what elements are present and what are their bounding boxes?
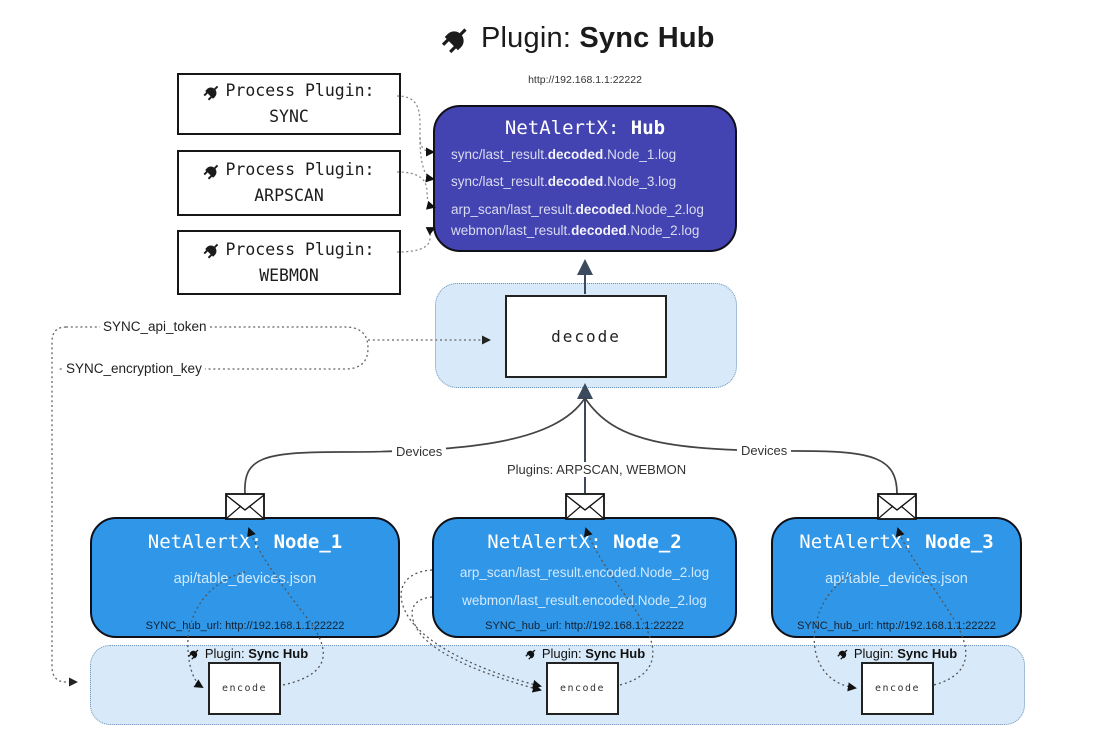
process-plugin-label: Process Plugin: <box>225 160 375 180</box>
edge-label-devices-right: Devices <box>737 443 792 458</box>
process-plugin-name: ARPSCAN <box>254 186 324 205</box>
process-plugin-box-arpscan: Process Plugin: ARPSCAN <box>177 150 401 216</box>
encoder-2-label: Plugin: Sync Hub <box>500 645 670 661</box>
edge-label-plugins: Plugins: ARPSCAN, WEBMON <box>503 462 691 477</box>
node-1-hub-url: SYNC_hub_url: http://192.168.1.1:22222 <box>145 620 345 632</box>
encoder-3-label: Plugin: Sync Hub <box>812 645 982 661</box>
hub-log-line: sync/last_result.decoded.Node_3.log <box>451 174 677 189</box>
encoder-label-text: Plugin: Sync Hub <box>853 645 958 661</box>
node-3-file: api/table_devices.json <box>825 571 968 587</box>
sync-encryption-key-label: SYNC_encryption_key <box>63 361 205 376</box>
node-to-decode-curves <box>244 397 898 495</box>
process-plugin-label: Process Plugin: <box>225 81 375 101</box>
node-1-file: api/table_devices.json <box>173 571 317 587</box>
sync-api-token-label: SYNC_api_token <box>100 319 210 334</box>
process-plugin-box-sync: Process Plugin: SYNC <box>177 73 401 135</box>
plug-icon <box>525 649 536 660</box>
envelope-icon-node-1 <box>225 493 265 520</box>
node-2-title: NetAlertX: Node_2 <box>487 531 682 553</box>
node-3-box: NetAlertX: Node_3 api/table_devices.json… <box>771 517 1022 638</box>
plug-icon <box>441 28 467 54</box>
process-plugin-label: Process Plugin: <box>225 239 375 259</box>
encoder-label-text: Plugin: Sync Hub <box>204 645 309 661</box>
node-3-title: NetAlertX: Node_3 <box>799 531 994 553</box>
decode-box: decode <box>505 295 667 378</box>
page-title: Plugin: Sync Hub <box>441 18 715 58</box>
plug-icon <box>837 649 848 660</box>
plug-icon <box>204 244 219 259</box>
encoder-label-text: Plugin: Sync Hub <box>541 645 646 661</box>
encode-box-2: encode <box>546 662 619 715</box>
node-1-box: NetAlertX: Node_1 api/table_devices.json… <box>90 517 400 638</box>
hub-box: NetAlertX: Hub sync/last_result.decoded.… <box>433 105 737 252</box>
edge-label-devices-left: Devices <box>392 444 447 459</box>
envelope-icon-node-3 <box>877 493 917 520</box>
process-plugin-box-webmon: Process Plugin: WEBMON <box>177 230 401 295</box>
plug-icon <box>204 164 219 180</box>
node-2-box: NetAlertX: Node_2 arp_scan/last_result.e… <box>432 517 737 638</box>
node-1-title: NetAlertX: Node_1 <box>147 531 343 553</box>
encoder-1-label: Plugin: Sync Hub <box>163 645 333 661</box>
plug-icon <box>204 85 219 101</box>
node-2-file: webmon/last_result.encoded.Node_2.log <box>462 593 707 608</box>
envelope-icon-node-2 <box>565 493 605 520</box>
plugin-to-hub-connectors <box>396 95 436 253</box>
hub-log-line: webmon/last_result.decoded.Node_2.log <box>451 223 700 238</box>
process-plugin-name: SYNC <box>269 107 309 126</box>
hub-title: NetAlertX: Hub <box>504 117 666 139</box>
hub-url-label: http://192.168.1.1:22222 <box>528 74 642 86</box>
node-2-file: arp_scan/last_result.encoded.Node_2.log <box>459 565 710 580</box>
encode-box-3: encode <box>861 662 934 715</box>
encode-box-1: encode <box>208 662 281 715</box>
hub-log-line: sync/last_result.decoded.Node_1.log <box>451 147 677 162</box>
process-plugin-name: WEBMON <box>259 265 319 285</box>
node-2-hub-url: SYNC_hub_url: http://192.168.1.1:22222 <box>485 620 684 632</box>
plug-icon <box>188 649 199 660</box>
page-title-text: Plugin: Sync Hub <box>481 21 715 54</box>
node-3-hub-url: SYNC_hub_url: http://192.168.1.1:22222 <box>797 620 996 632</box>
hub-log-line: arp_scan/last_result.decoded.Node_2.log <box>451 202 704 217</box>
